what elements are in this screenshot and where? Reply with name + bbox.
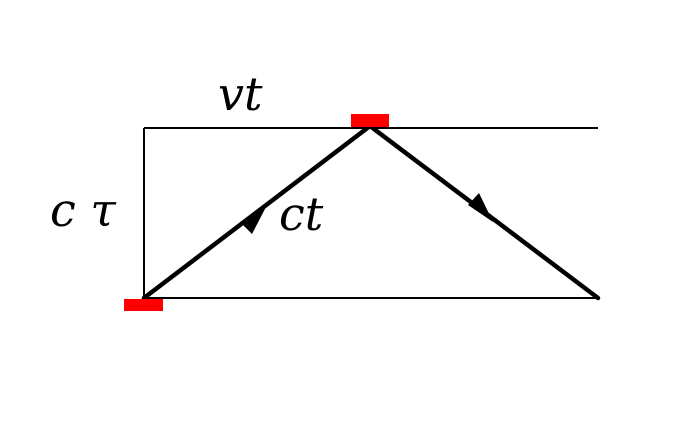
light-path — [141, 123, 601, 301]
label-vt: vt — [218, 67, 263, 121]
bottom-mirror — [124, 299, 163, 311]
arrowhead-up — [240, 207, 266, 234]
label-ct: ct — [279, 187, 324, 241]
arrowhead-down — [468, 193, 493, 222]
label-c-tau: c τ — [50, 183, 117, 237]
top-mirror — [351, 114, 389, 127]
